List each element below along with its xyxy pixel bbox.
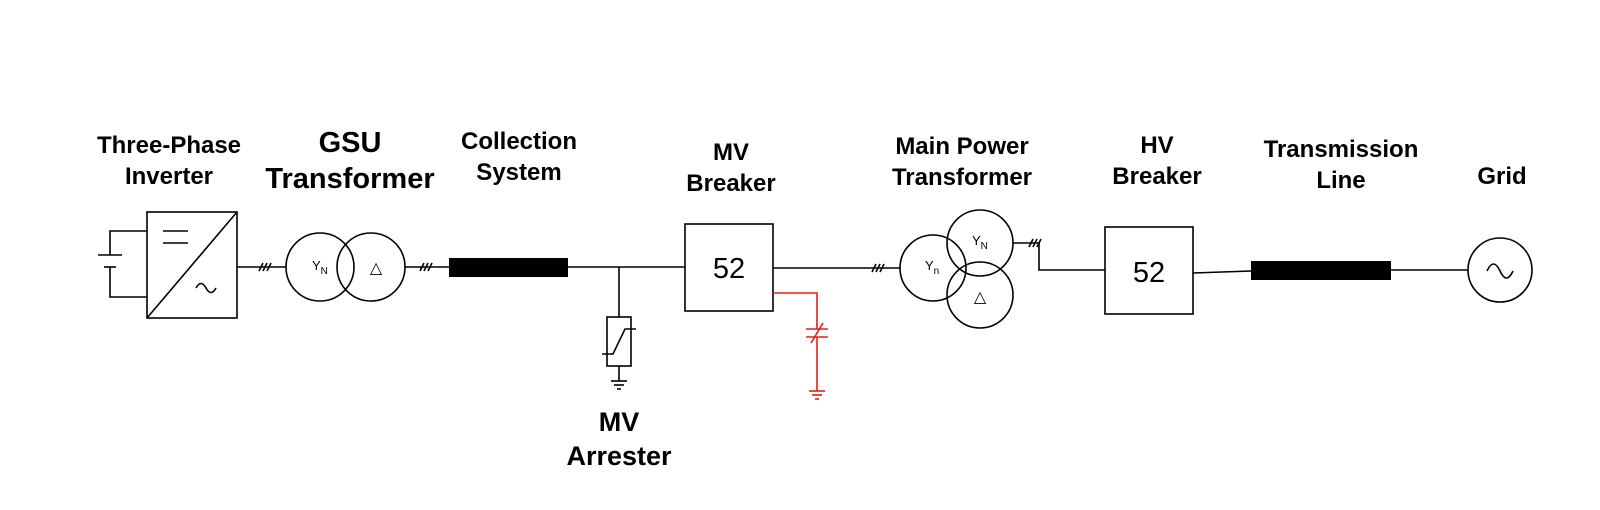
- three-phase-tick-icon: [419, 262, 433, 272]
- surge-arrester-icon: [602, 267, 636, 381]
- ac-wave-icon: [1486, 263, 1514, 279]
- mpt-secondary-symbol: YN: [972, 233, 988, 252]
- mpt-primary-winding: [899, 234, 967, 302]
- grid-source-circle: [1467, 237, 1533, 303]
- hv-breaker-box: [1104, 226, 1194, 315]
- three-phase-tick-icon: [871, 263, 885, 273]
- mpt-tertiary-winding: [946, 261, 1014, 329]
- mpt-primary-symbol: Yn: [925, 258, 939, 277]
- mv-breaker-code: 52: [713, 253, 745, 285]
- conductor-mpt-hv-breaker: [1013, 242, 1105, 271]
- mpt-tertiary-symbol: △: [974, 289, 987, 306]
- inverter-symbol: [146, 211, 238, 319]
- conductor-hv-breaker-line: [1192, 270, 1252, 274]
- hv-breaker-code: 52: [1133, 257, 1165, 289]
- gsu-secondary-symbol: △: [370, 260, 383, 277]
- dc-source-icon: [98, 230, 147, 298]
- label-grid: Grid: [1477, 163, 1527, 190]
- collection-system-bar: [449, 258, 568, 277]
- three-phase-tick-icon: [1028, 238, 1042, 248]
- gsu-primary-symbol: YN: [312, 258, 328, 277]
- ground-icon: [611, 380, 627, 390]
- transmission-line-bar: [1251, 261, 1391, 280]
- gsu-primary-winding: [285, 232, 355, 302]
- three-phase-tick-icon: [258, 262, 272, 272]
- capacitor-icon: [773, 292, 828, 400]
